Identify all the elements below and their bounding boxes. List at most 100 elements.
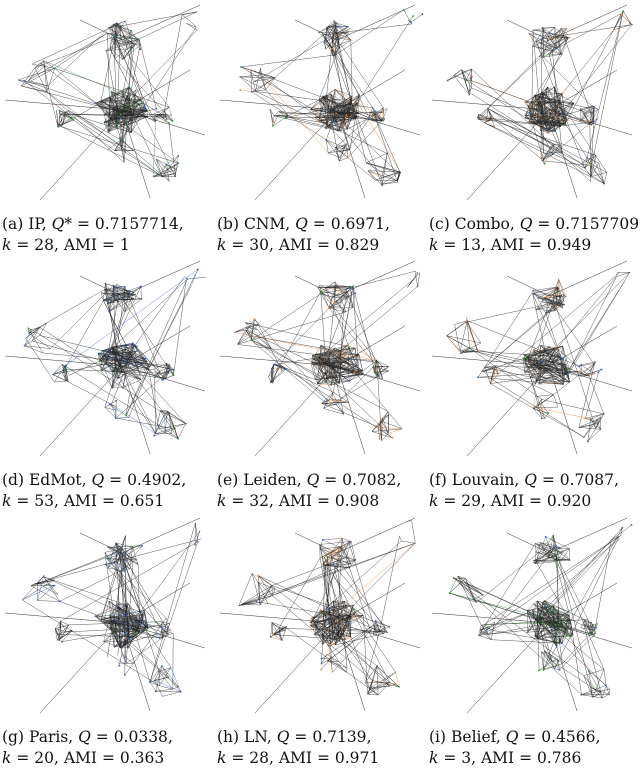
network-edge [113, 286, 125, 288]
network-edge [61, 126, 163, 177]
network-edge [118, 371, 123, 379]
network-node [370, 115, 373, 118]
network-edge [580, 627, 594, 631]
network-node [132, 354, 134, 357]
network-edge [528, 33, 544, 58]
network-edge [313, 359, 333, 365]
network-edge [106, 552, 126, 658]
network-edge [556, 556, 594, 631]
network-edge [260, 74, 266, 90]
network-edge [244, 322, 272, 349]
network-edge [109, 404, 116, 407]
network-edge [538, 616, 592, 635]
network-edge [318, 31, 349, 34]
network-edge [580, 108, 593, 114]
panel-caption: (d) EdMot, Q = 0.4902, k = 53, AMI = 0.6… [2, 470, 214, 512]
network-edge [339, 362, 360, 376]
network-edge [336, 109, 366, 199]
network-node [111, 631, 114, 633]
network-edge [592, 691, 601, 698]
network-node [270, 381, 272, 384]
network-edge [339, 39, 351, 49]
network-edge [328, 307, 376, 365]
network-edge [492, 117, 563, 153]
network-edge [162, 372, 169, 381]
network-node [177, 155, 180, 157]
network-edge [581, 693, 610, 695]
network-edge [39, 622, 123, 713]
network-edge [24, 340, 33, 346]
network-edge [613, 13, 622, 30]
network-edge [540, 345, 550, 347]
network-nodes [446, 10, 633, 185]
network-edge [330, 380, 350, 386]
network-edge [24, 345, 51, 349]
network-edge [108, 621, 121, 649]
network-edge [591, 419, 598, 426]
panel-label: (a) [2, 215, 24, 233]
network-edge [345, 289, 348, 292]
network-edge [457, 576, 483, 595]
network-edge [154, 676, 169, 681]
network-edge [322, 95, 351, 104]
network-edge [126, 605, 130, 639]
network-node [345, 297, 348, 299]
network-edge [417, 272, 420, 287]
network-edge [121, 109, 206, 136]
network-edge [117, 662, 134, 664]
network-edge [108, 545, 143, 548]
network-node [537, 296, 540, 299]
network-edge [534, 535, 554, 564]
network-edge [273, 363, 334, 393]
network-edge [129, 547, 133, 569]
network-node [398, 685, 400, 688]
network-edge [553, 536, 620, 607]
panel-caption: (e) Leiden, Q = 0.7082, k = 32, AMI = 0.… [217, 470, 429, 512]
network-node [563, 111, 566, 114]
network-edge [449, 583, 460, 594]
network-node [240, 66, 242, 68]
network-node [341, 123, 344, 126]
network-node [119, 117, 122, 119]
network-edge [542, 92, 565, 124]
caption-line-1: (g) Paris, Q = 0.0338, [2, 728, 173, 746]
network-edge [167, 410, 169, 413]
network-edge [322, 559, 338, 613]
network-edge [322, 612, 351, 637]
network-node [172, 374, 175, 377]
network-edge [31, 327, 40, 342]
network-edge [101, 370, 113, 389]
network-edge [69, 348, 126, 376]
network-edge [616, 271, 618, 275]
network-edge [466, 622, 550, 713]
panel-caption: (b) CNM, Q = 0.6971, k = 30, AMI = 0.829 [217, 214, 429, 256]
network-edge [18, 68, 55, 81]
network-edge [466, 79, 535, 124]
network-edge [28, 32, 108, 81]
network-edge [603, 172, 608, 184]
network-plot [215, 513, 428, 713]
network-edge [553, 605, 564, 627]
network-node [338, 34, 340, 37]
network-edge [317, 287, 330, 309]
network-edge [132, 547, 139, 565]
network-edge [373, 112, 398, 181]
network-edge [331, 347, 336, 365]
network-node [491, 117, 494, 119]
network-edge [339, 112, 374, 162]
network-edge [492, 117, 542, 159]
network-edge [95, 616, 130, 639]
network-edge [383, 630, 387, 634]
network-node [543, 605, 546, 608]
network-edge [108, 27, 133, 43]
network-node [347, 25, 349, 28]
network-edge [548, 4, 628, 41]
network-edge [68, 110, 122, 147]
network-edge [331, 364, 340, 384]
network-edge [131, 30, 141, 46]
network-edge [533, 559, 570, 561]
network-edge [319, 545, 340, 559]
network-edge [555, 306, 597, 429]
network-node [551, 36, 554, 38]
network-edge [192, 22, 197, 28]
